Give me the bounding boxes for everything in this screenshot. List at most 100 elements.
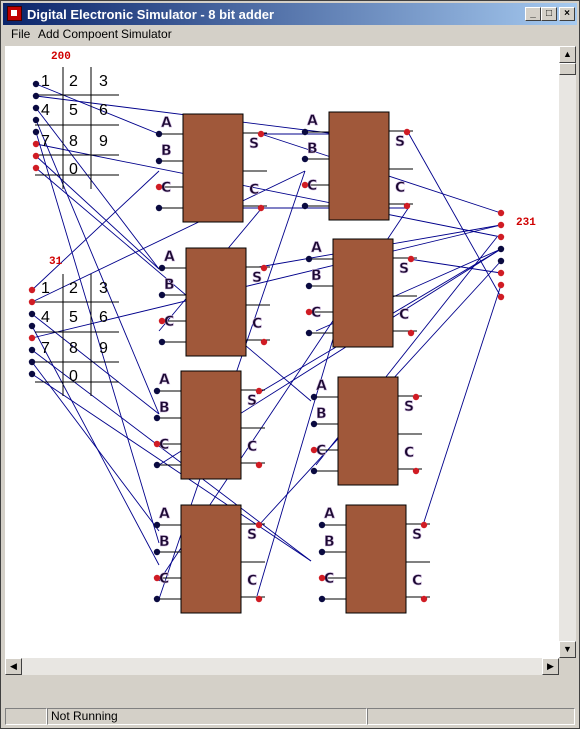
adder-pin[interactable]: [153, 440, 161, 448]
keypad-bottom-pin[interactable]: [28, 298, 36, 306]
menu-simulator[interactable]: Simulator: [121, 27, 172, 41]
adder-pin[interactable]: [305, 329, 313, 337]
keypad-key-0[interactable]: 0: [69, 161, 78, 178]
keypad-top-pin[interactable]: [32, 164, 40, 172]
output-pin[interactable]: [497, 233, 505, 241]
adder-pin[interactable]: [403, 202, 411, 210]
adder-pin[interactable]: [155, 130, 163, 138]
keypad-bottom-pin[interactable]: [28, 310, 36, 318]
keypad-key-3[interactable]: 3: [99, 73, 108, 90]
adder-pin[interactable]: [412, 467, 420, 475]
adder-pin[interactable]: [255, 461, 263, 469]
adder-pin[interactable]: [420, 595, 428, 603]
close-button[interactable]: ×: [559, 7, 575, 21]
keypad-bottom-pin[interactable]: [28, 286, 36, 294]
adder-pin[interactable]: [318, 595, 326, 603]
scroll-up-icon[interactable]: ▲: [559, 46, 576, 63]
keypad-key-9[interactable]: 9: [99, 133, 108, 150]
scroll-right-icon[interactable]: ▶: [542, 658, 559, 675]
keypad-key-2[interactable]: 2: [69, 280, 78, 297]
adder-pin[interactable]: [305, 308, 313, 316]
adder-pin[interactable]: [310, 446, 318, 454]
adder-pin[interactable]: [420, 521, 428, 529]
adder-pin[interactable]: [318, 548, 326, 556]
keypad-key-1[interactable]: 1: [41, 73, 50, 90]
adder-pin[interactable]: [255, 595, 263, 603]
output-pin[interactable]: [497, 209, 505, 217]
keypad-top-pin[interactable]: [32, 116, 40, 124]
scroll-down-icon[interactable]: ▼: [559, 641, 576, 658]
vertical-scroll-thumb[interactable]: [559, 63, 576, 75]
keypad-key-7[interactable]: 7: [41, 340, 50, 357]
title-bar[interactable]: Digital Electronic Simulator - 8 bit add…: [3, 3, 577, 25]
menu-add-component[interactable]: Add Compoent: [38, 27, 119, 41]
keypad-key-5[interactable]: 5: [69, 309, 78, 326]
adder-pin[interactable]: [310, 420, 318, 428]
adder-pin[interactable]: [255, 521, 263, 529]
adder-pin[interactable]: [153, 461, 161, 469]
keypad-key-1[interactable]: 1: [41, 280, 50, 297]
adder-pin[interactable]: [407, 329, 415, 337]
vertical-scrollbar[interactable]: ▲ ▼: [559, 46, 576, 658]
adder-pin[interactable]: [153, 595, 161, 603]
keypad-key-5[interactable]: 5: [69, 102, 78, 119]
keypad-top-pin[interactable]: [32, 152, 40, 160]
output-pin[interactable]: [497, 257, 505, 265]
output-pin[interactable]: [497, 245, 505, 253]
adder-pin[interactable]: [153, 414, 161, 422]
adder-pin[interactable]: [407, 255, 415, 263]
keypad-top[interactable]: 1 2 3 4 5 6 7 8 9 0: [35, 67, 119, 189]
keypad-key-8[interactable]: 8: [69, 133, 78, 150]
adder-pin[interactable]: [153, 548, 161, 556]
adder-pin[interactable]: [155, 204, 163, 212]
output-pin[interactable]: [497, 293, 505, 301]
adder-pin[interactable]: [257, 204, 265, 212]
keypad-key-0[interactable]: 0: [69, 368, 78, 385]
keypad-key-4[interactable]: 4: [41, 309, 50, 326]
keypad-bottom-pin[interactable]: [28, 334, 36, 342]
adder-pin[interactable]: [301, 155, 309, 163]
adder-body[interactable]: [182, 113, 244, 223]
output-pin[interactable]: [497, 281, 505, 289]
adder-pin[interactable]: [412, 393, 420, 401]
keypad-bottom-pin[interactable]: [28, 346, 36, 354]
keypad-top-pin[interactable]: [32, 140, 40, 148]
minimize-button[interactable]: _: [525, 7, 541, 21]
adder-pin[interactable]: [158, 291, 166, 299]
keypad-key-7[interactable]: 7: [41, 133, 50, 150]
keypad-key-2[interactable]: 2: [69, 73, 78, 90]
adder-body[interactable]: [328, 111, 390, 221]
adder-pin[interactable]: [318, 521, 326, 529]
adder-pin[interactable]: [310, 393, 318, 401]
adder-body[interactable]: [337, 376, 399, 486]
keypad-key-6[interactable]: 6: [99, 309, 108, 326]
adder-pin[interactable]: [403, 128, 411, 136]
adder-pin[interactable]: [158, 338, 166, 346]
adder-body[interactable]: [180, 504, 242, 614]
adder-pin[interactable]: [158, 317, 166, 325]
adder-pin[interactable]: [260, 338, 268, 346]
adder-pin[interactable]: [153, 574, 161, 582]
keypad-key-6[interactable]: 6: [99, 102, 108, 119]
keypad-top-pin[interactable]: [32, 92, 40, 100]
adder-body[interactable]: [180, 370, 242, 480]
keypad-top-pin[interactable]: [32, 80, 40, 88]
maximize-button[interactable]: □: [541, 7, 557, 21]
adder-body[interactable]: [345, 504, 407, 614]
keypad-top-pin[interactable]: [32, 128, 40, 136]
keypad-key-4[interactable]: 4: [41, 102, 50, 119]
adder-pin[interactable]: [305, 255, 313, 263]
adder-pin[interactable]: [155, 183, 163, 191]
keypad-bottom-pin[interactable]: [28, 370, 36, 378]
keypad-bottom-pin[interactable]: [28, 358, 36, 366]
keypad-key-9[interactable]: 9: [99, 340, 108, 357]
